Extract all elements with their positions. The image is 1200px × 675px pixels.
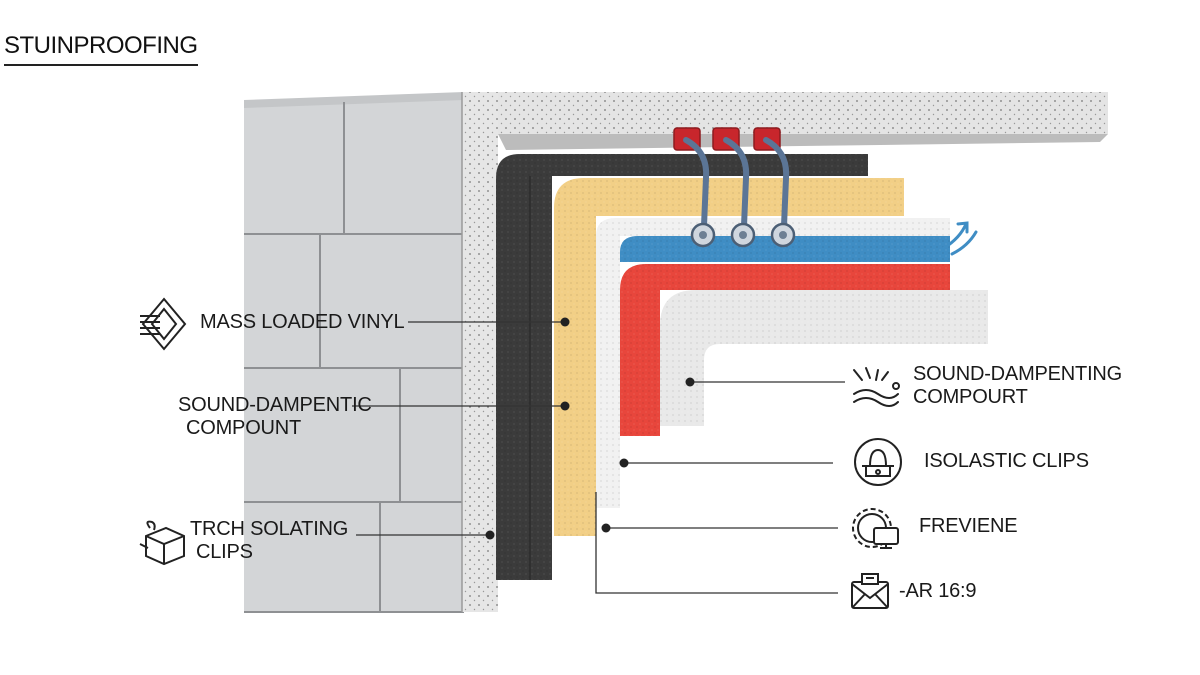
dark-barrier-layer [496, 154, 868, 580]
red-layer [620, 264, 950, 436]
leader-lines [352, 321, 845, 594]
sound-arrow-icon [942, 221, 978, 256]
package-box-icon [136, 518, 190, 571]
resilient-clips [673, 127, 796, 248]
label-ar-16-9: -AR 16:9 [899, 580, 977, 602]
label-sound-dampentic-compound: SOUND-DAMPENTIC COMPOUNT [178, 394, 372, 439]
clip-circle-icon [852, 436, 904, 493]
yellow-foam-layer [554, 178, 904, 536]
ceiling-slab [498, 92, 1108, 150]
gear-computer-icon [848, 502, 904, 559]
gypsum-panel-layer [660, 290, 988, 426]
mail-envelope-icon [848, 570, 894, 617]
brick-wall [244, 92, 464, 613]
label-freviene: FREVIENE [919, 515, 1018, 537]
leader-dots [485, 317, 695, 540]
label-mass-loaded-vinyl: MASS LOADED VINYL [200, 311, 405, 333]
sound-waves-icon [848, 364, 904, 413]
label-isolastic-clips: ISOLASTIC CLIPS [924, 450, 1089, 472]
label-sound-dampenting-compourt: SOUND-DAMPENTING COMPOURT [913, 363, 1123, 408]
page-title: STUINPROOFING [4, 32, 198, 66]
layers-diamond-icon [138, 296, 190, 357]
label-trch-solating-clips: TRCH SOLATING CLIPS [190, 518, 349, 563]
